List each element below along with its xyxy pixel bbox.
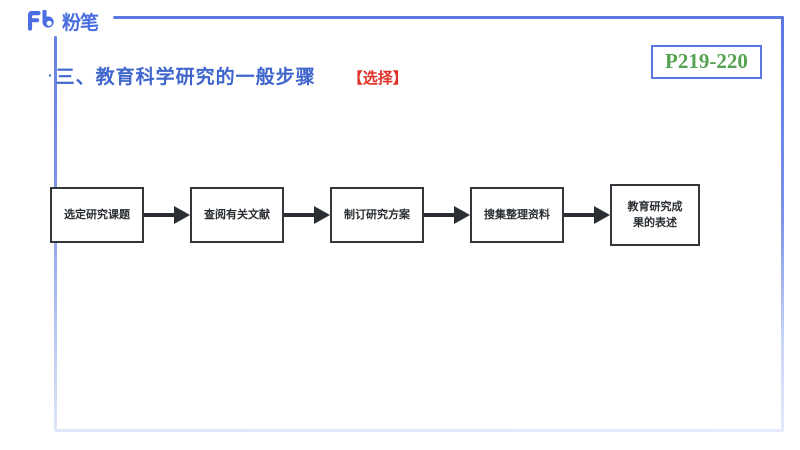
question-type-tag: 【选择】 xyxy=(347,69,408,87)
flow-step-4: 搜集整理资料 xyxy=(470,187,564,243)
arrow-right-icon xyxy=(424,206,470,224)
slide-frame-right-border xyxy=(781,16,784,432)
flow-step-2: 查阅有关文献 xyxy=(190,187,284,243)
fb-logo-icon xyxy=(25,9,59,37)
brand-logo-text: 粉笔 xyxy=(62,12,99,34)
flow-step-1-label: 选定研究课题 xyxy=(64,208,130,222)
flow-step-2-label: 查阅有关文献 xyxy=(204,208,270,222)
arrow-right-icon xyxy=(144,206,190,224)
slide-frame-bottom-border xyxy=(55,429,784,432)
arrow-right-icon xyxy=(564,206,610,224)
flow-step-3: 制订研究方案 xyxy=(330,187,424,243)
flow-step-5: 教育研究成 果的表述 xyxy=(610,184,700,246)
page-reference-text: P219-220 xyxy=(665,49,748,73)
flow-step-3-label: 制订研究方案 xyxy=(344,208,410,222)
flow-step-1: 选定研究课题 xyxy=(50,187,144,243)
page-title: · 三、教育科学研究的一般步骤 【选择】 xyxy=(48,62,408,89)
slide-frame-top-border xyxy=(113,16,784,19)
flow-step-5-label: 教育研究成 果的表述 xyxy=(627,200,683,229)
arrow-right-icon xyxy=(284,206,330,224)
flow-step-4-label: 搜集整理资料 xyxy=(484,208,550,222)
title-bullet-icon: · xyxy=(48,67,53,83)
page-title-text: 三、教育科学研究的一般步骤 xyxy=(55,66,316,88)
brand-logo: 粉笔 xyxy=(25,9,99,37)
page-reference-badge: P219-220 xyxy=(651,45,762,80)
process-flow-diagram: 选定研究课题 查阅有关文献 制订研究方案 搜集整理资料 教育研究成 果的表述 xyxy=(50,184,740,246)
